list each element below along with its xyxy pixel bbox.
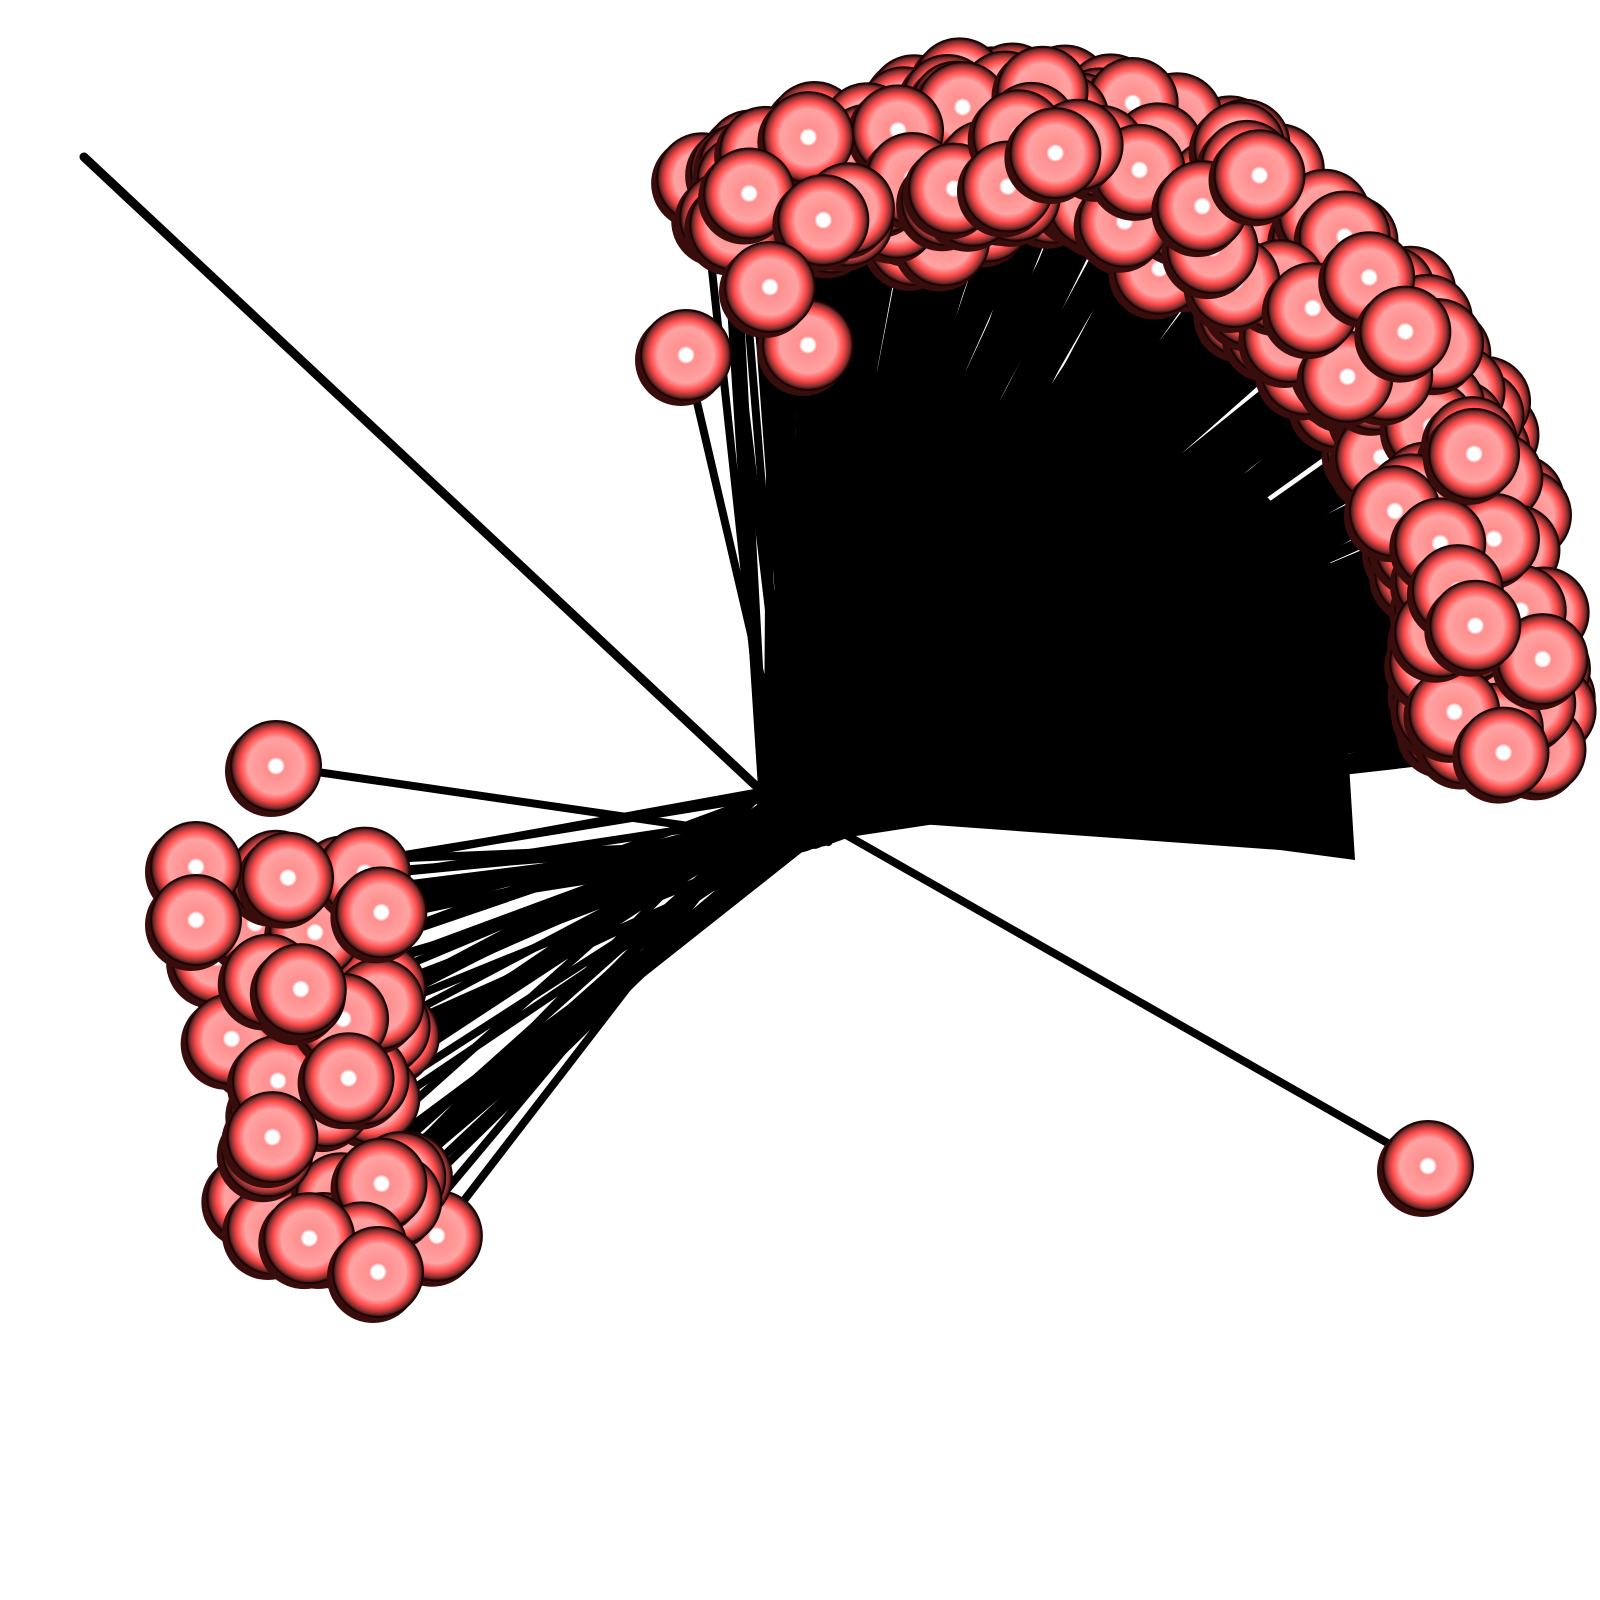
edge bbox=[794, 307, 1249, 828]
edge bbox=[759, 187, 1046, 819]
leaf-node bbox=[1354, 285, 1452, 383]
leaf-node bbox=[1208, 129, 1306, 227]
edge bbox=[784, 798, 1432, 1170]
edge bbox=[757, 676, 1484, 822]
edge bbox=[797, 586, 1456, 801]
leaf-node bbox=[330, 866, 428, 964]
edge bbox=[272, 762, 787, 844]
edge bbox=[682, 351, 800, 828]
edge bbox=[768, 270, 1237, 815]
leaf-node bbox=[327, 1226, 424, 1323]
edge bbox=[79, 152, 760, 790]
leaf-node bbox=[237, 831, 335, 929]
edge-layer bbox=[79, 79, 1555, 1276]
leaf-node bbox=[1377, 1120, 1474, 1217]
leaf-node bbox=[1452, 706, 1550, 804]
leaf-node bbox=[772, 174, 870, 272]
edge bbox=[798, 469, 1440, 805]
leaf-node bbox=[145, 874, 242, 971]
leaf-node bbox=[221, 1091, 319, 1189]
leaf-node bbox=[719, 241, 816, 338]
leaf-node bbox=[297, 1032, 395, 1130]
hub-node bbox=[757, 777, 833, 853]
edge bbox=[786, 228, 1159, 804]
leaf-node bbox=[1424, 579, 1522, 677]
edge bbox=[766, 332, 1294, 809]
edge bbox=[821, 545, 1418, 819]
leaf-node bbox=[225, 720, 322, 817]
leaf-node bbox=[1491, 613, 1589, 711]
edge bbox=[768, 212, 992, 804]
leaf-node bbox=[1004, 107, 1102, 205]
edge bbox=[772, 348, 1340, 813]
leaf-node bbox=[698, 147, 796, 245]
edge bbox=[799, 208, 901, 795]
leaf-node bbox=[635, 309, 732, 406]
edge bbox=[823, 207, 1133, 792]
node-layer bbox=[145, 37, 1597, 1323]
edge bbox=[794, 189, 1006, 803]
leaf-node bbox=[249, 943, 347, 1041]
leaf-node bbox=[1423, 407, 1521, 505]
